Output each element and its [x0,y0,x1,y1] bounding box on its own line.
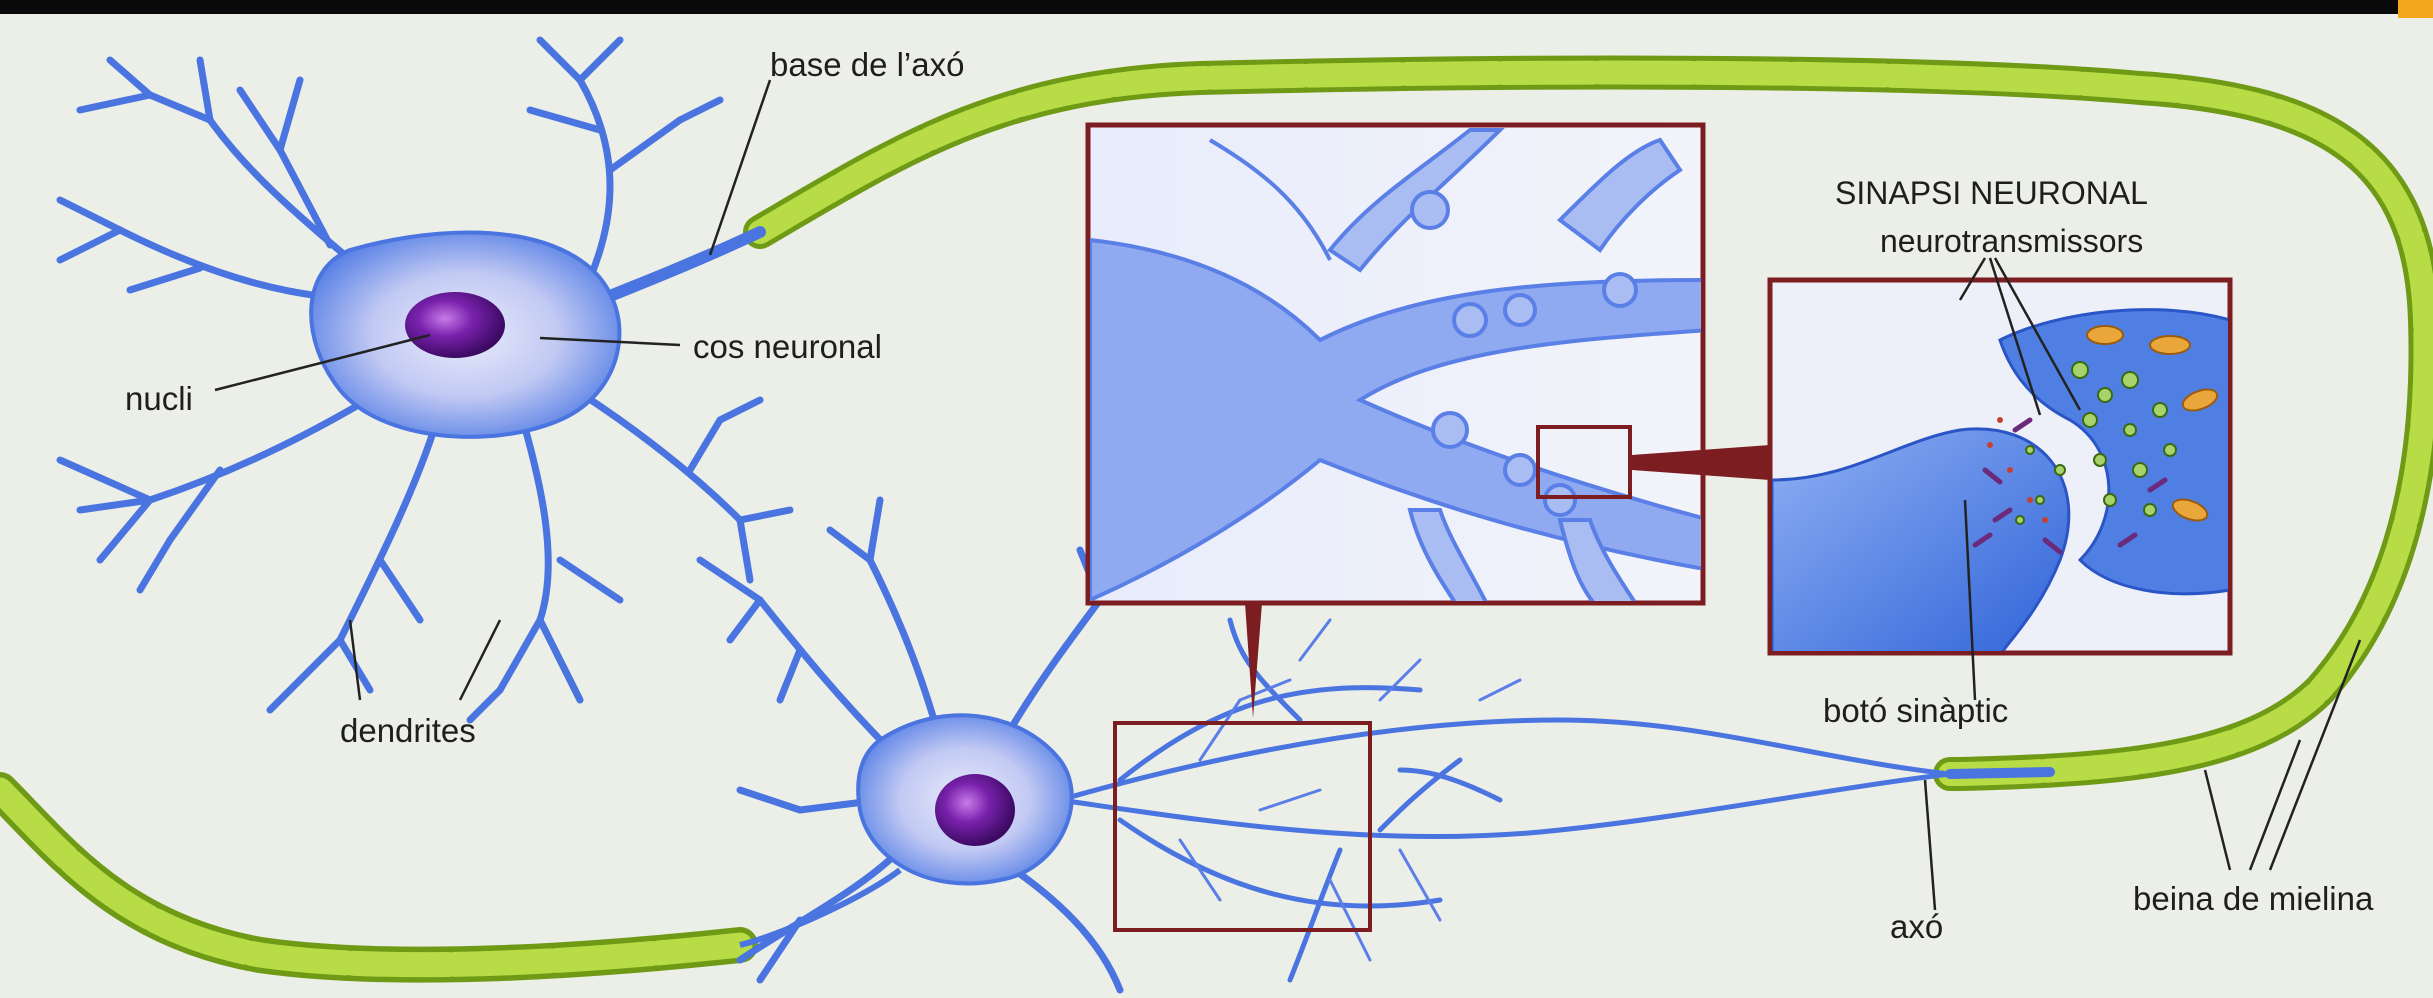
label-dendrites: dendrites [340,712,476,750]
label-synaptic-button: botó sinàptic [1823,692,2008,730]
label-cell-body: cos neuronal [693,328,882,366]
label-axon: axó [1890,908,1943,946]
label-axon-base: base de l’axó [770,46,964,84]
top-border-strip [0,0,2433,14]
label-neurotransmitters: neurotransmissors [1880,223,2143,260]
inset-synapse [1770,280,2230,655]
inset-magnified-dendrite [1088,125,1710,610]
label-myelin-sheath: beina de mielina [2133,880,2373,918]
nucleus-2 [935,774,1015,846]
nucleus-1 [405,292,505,358]
label-synapse-title: SINAPSI NEURONAL [1835,175,2148,212]
label-nucleus: nucli [125,380,193,418]
corner-accent [2398,0,2433,18]
